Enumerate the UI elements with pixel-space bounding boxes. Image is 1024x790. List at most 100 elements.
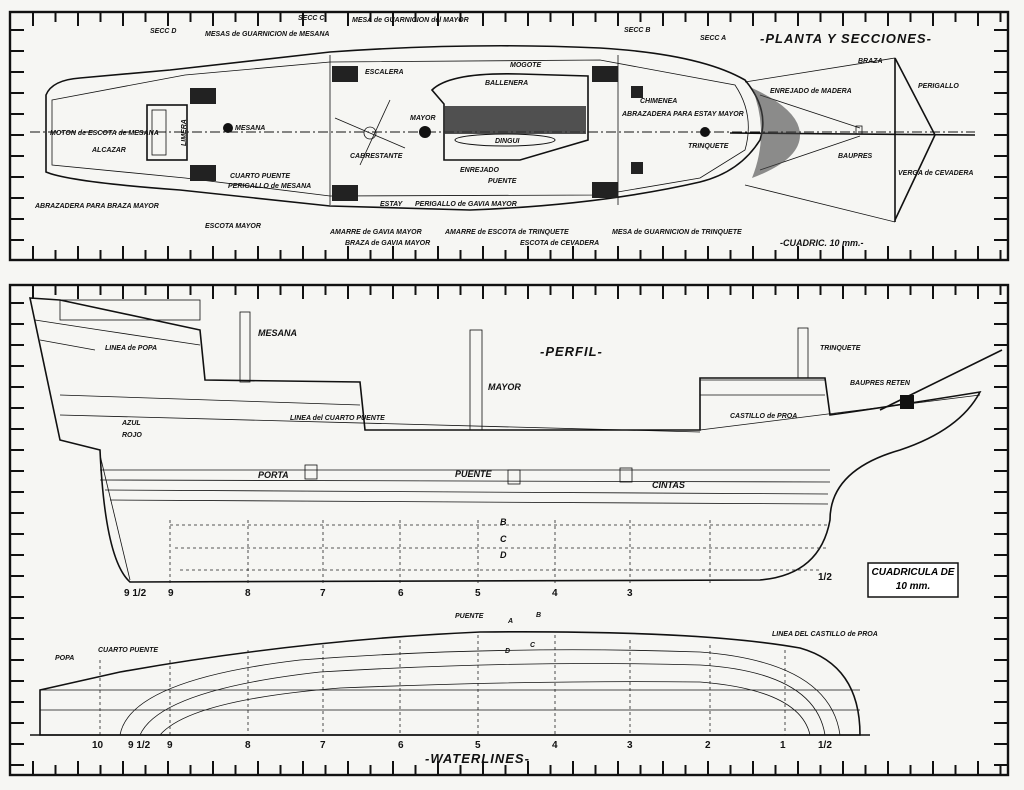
ladders-and-gratings	[190, 66, 643, 201]
enrejado-grating	[444, 106, 586, 134]
ballenera-boat	[430, 73, 589, 161]
waterline-curves	[119, 649, 841, 736]
drawing-label: BRAZA	[858, 58, 883, 65]
drawing-label: SECC A	[700, 35, 726, 42]
drawing-label: LIMERA	[181, 119, 188, 146]
drawing-label: 2	[705, 740, 711, 751]
drawing-label: 10	[92, 740, 104, 751]
drawing-label: 3	[627, 740, 633, 751]
drawing-label: 7	[320, 588, 326, 599]
drawing-label: CUARTO PUENTE	[98, 647, 158, 654]
drawing-label: BRAZA de GAVIA MAYOR	[345, 240, 430, 247]
drawing-label: PERIGALLO	[918, 83, 959, 90]
drawing-label: D	[505, 648, 510, 655]
station-dashes	[169, 520, 711, 585]
drawing-label: MESANA	[235, 125, 265, 132]
drawing-label: 6	[398, 740, 404, 751]
plan-view: SECC D MESAS de GUARNICION de MESANA SEC…	[30, 15, 976, 248]
grid-ticks	[10, 12, 1008, 775]
drawing-label: 9	[167, 740, 173, 751]
drawing-label: C	[500, 534, 507, 544]
gun-port	[619, 467, 633, 483]
drawing-label: ESCOTA MAYOR	[205, 223, 261, 230]
drawing-label: ESCALERA	[365, 69, 404, 76]
drawing-label: 5	[475, 588, 481, 599]
profile-title: -PERFIL-	[540, 344, 603, 359]
grid-note-box	[867, 562, 959, 598]
drawing-label: ENREJADO	[460, 167, 499, 174]
drawing-label: 3	[627, 588, 633, 599]
station-dashes	[99, 635, 786, 735]
drawing-label: SECC B	[624, 27, 650, 34]
drawing-label: CASTILLO de PROA	[730, 413, 797, 420]
baupres-reten	[900, 395, 914, 409]
gun-port	[507, 469, 521, 485]
waterlines-view: POPA CUARTO PUENTE PUENTE A B C D LINEA …	[30, 612, 878, 766]
drawing-label: 1/2	[818, 572, 832, 583]
waterlines-title: -WATERLINES-	[425, 751, 530, 766]
plan-scale: -CUADRIC. 10 mm.-	[780, 238, 864, 248]
drawing-label: AZUL	[121, 420, 141, 427]
drawing-label: 6	[398, 588, 404, 599]
drawing-label: D	[500, 550, 507, 560]
drawing-label: MOGOTE	[510, 62, 541, 69]
grid-note: CUADRICULA DE 10 mm.	[871, 567, 955, 592]
drawing-label: MESAS de GUARNICION de MESANA	[205, 31, 329, 38]
drawing-label: 4	[552, 740, 558, 751]
drawing-label: 9 1/2	[124, 588, 147, 599]
drawing-label: 9 1/2	[128, 740, 151, 751]
deck-inner-line	[51, 59, 749, 197]
hull-profile	[28, 297, 982, 583]
drawing-label: A	[507, 618, 513, 625]
rudder	[99, 454, 131, 581]
drawing-label: MAYOR	[488, 382, 521, 392]
rigging-lines	[744, 57, 896, 223]
hatch-inner	[151, 109, 167, 156]
drawing-label: PUENTE	[488, 178, 517, 185]
drawing-label: 8	[245, 740, 251, 751]
drawing-label: 8	[245, 588, 251, 599]
drawing-label: ENREJADO de MADERA	[770, 88, 852, 95]
drawing-label: ALCAZAR	[91, 147, 126, 154]
drawing-label: ROJO	[122, 432, 142, 439]
drawing-label: PERIGALLO de MESANA	[228, 183, 311, 190]
deck-lines	[59, 394, 981, 433]
drawing-label: LINEA de POPA	[105, 345, 157, 352]
bowsprit-cap	[855, 125, 863, 135]
drawing-label: DINGUI	[495, 138, 521, 145]
drawing-label: CHIMENEA	[640, 98, 677, 105]
drawing-label: BAUPRES	[838, 153, 873, 160]
mayor-mast	[469, 329, 483, 431]
drawing-label: PORTA	[258, 470, 289, 480]
cintas-bands	[99, 469, 831, 505]
drawing-label: MESANA	[258, 328, 297, 338]
drawing-label: PERIGALLO de GAVIA MAYOR	[415, 201, 517, 208]
drawing-label: AMARRE de GAVIA MAYOR	[329, 229, 422, 236]
drawing-label: POPA	[55, 655, 74, 662]
drawing-label: BAUPRES RETEN	[850, 380, 911, 387]
drawing-label: MESA de GUARNICION del MAYOR	[352, 17, 469, 24]
drawing-label: C	[530, 642, 536, 649]
mesana-mast	[239, 311, 251, 383]
drawing-label: TRINQUETE	[688, 143, 729, 150]
drawing-label: 4	[552, 588, 558, 599]
mayor-mast-icon	[419, 126, 431, 138]
drawing-label: CUARTO PUENTE	[230, 173, 290, 180]
trinquete-mast	[797, 327, 809, 379]
capstan-icon	[334, 99, 406, 166]
drawing-label: ABRAZADERA PARA ESTAY MAYOR	[621, 111, 744, 118]
hatch	[146, 104, 188, 161]
drawing-label: VERGA de CEVADERA	[898, 170, 973, 177]
drawing-label: 9	[168, 588, 174, 599]
drawing-label: 1	[780, 740, 786, 751]
drawing-label: PUENTE	[455, 469, 493, 479]
plan-title: -PLANTA Y SECCIONES-	[760, 31, 932, 46]
profile-view: -PERFIL- MESANA LINEA de POPA AZUL ROJO …	[28, 297, 1003, 599]
drawing-label: ESCOTA de CEVADERA	[520, 240, 599, 247]
drawing-label: SECC C	[298, 15, 325, 22]
drawing-label: AMARRE de ESCOTA de TRINQUETE	[444, 229, 569, 236]
waterline-dashes	[170, 524, 830, 571]
gun-port	[304, 464, 318, 480]
drawing-label: CABRESTANTE	[350, 153, 403, 160]
